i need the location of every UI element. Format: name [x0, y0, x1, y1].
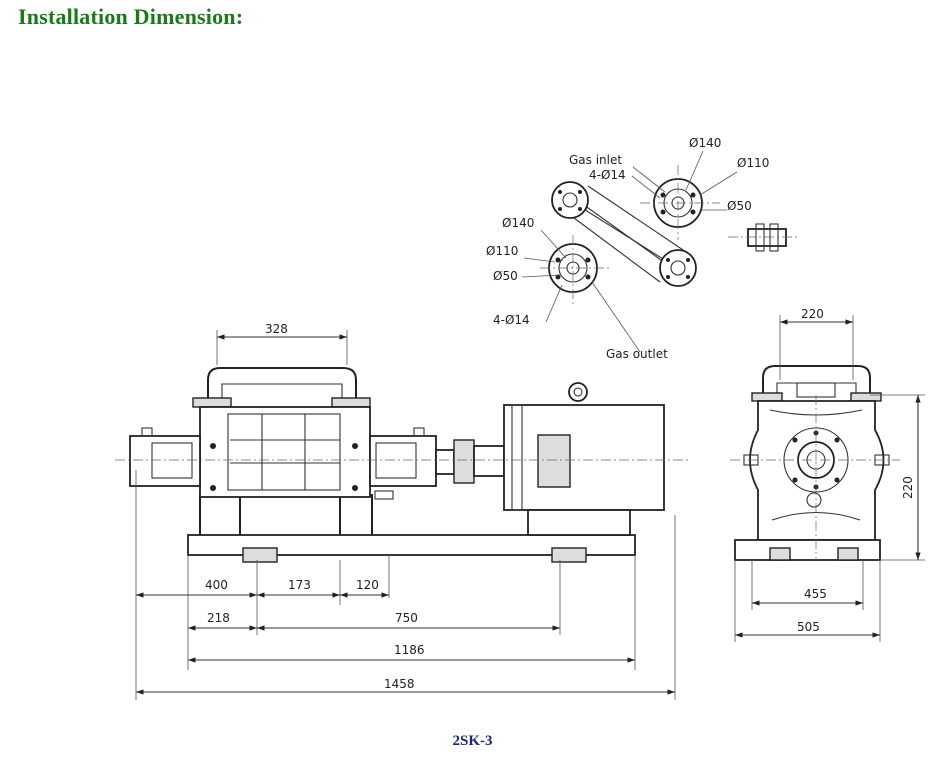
front-dimensions: 328 400 173 120 218 750 1186 1458 [136, 322, 675, 695]
flange-detail: Gas inlet 4-Ø14 Ø140 Ø110 Ø50 Ø140 Ø110 … [486, 136, 800, 361]
dim-328: 328 [265, 322, 288, 336]
model-caption: 2SK-3 [452, 733, 493, 749]
outlet-bolt-label: 4-Ø14 [493, 313, 530, 327]
dim-750: 750 [395, 611, 418, 625]
dim-side-220-right: 220 [901, 476, 915, 499]
side-view [730, 315, 925, 642]
dim-455: 455 [804, 587, 827, 601]
dim-218: 218 [207, 611, 230, 625]
front-view [115, 330, 690, 700]
side-dimensions: 220 220 455 505 [735, 307, 921, 638]
inlet-d50-label: Ø50 [727, 199, 752, 213]
outlet-d110-label: Ø110 [486, 244, 518, 258]
gas-outlet-label: Gas outlet [606, 347, 668, 361]
page-title: Installation Dimension: [18, 4, 244, 29]
dim-505: 505 [797, 620, 820, 634]
dim-173: 173 [288, 578, 311, 592]
outlet-d140-label: Ø140 [502, 216, 534, 230]
dim-1186: 1186 [394, 643, 425, 657]
inlet-d110-label: Ø110 [737, 156, 769, 170]
inlet-bolt-label: 4-Ø14 [589, 168, 626, 182]
dim-120: 120 [356, 578, 379, 592]
outlet-d50-label: Ø50 [493, 269, 518, 283]
dim-1458: 1458 [384, 677, 415, 691]
gas-inlet-label: Gas inlet [569, 153, 622, 167]
dim-side-220-top: 220 [801, 307, 824, 321]
dim-400: 400 [205, 578, 228, 592]
inlet-d140-label: Ø140 [689, 136, 721, 150]
